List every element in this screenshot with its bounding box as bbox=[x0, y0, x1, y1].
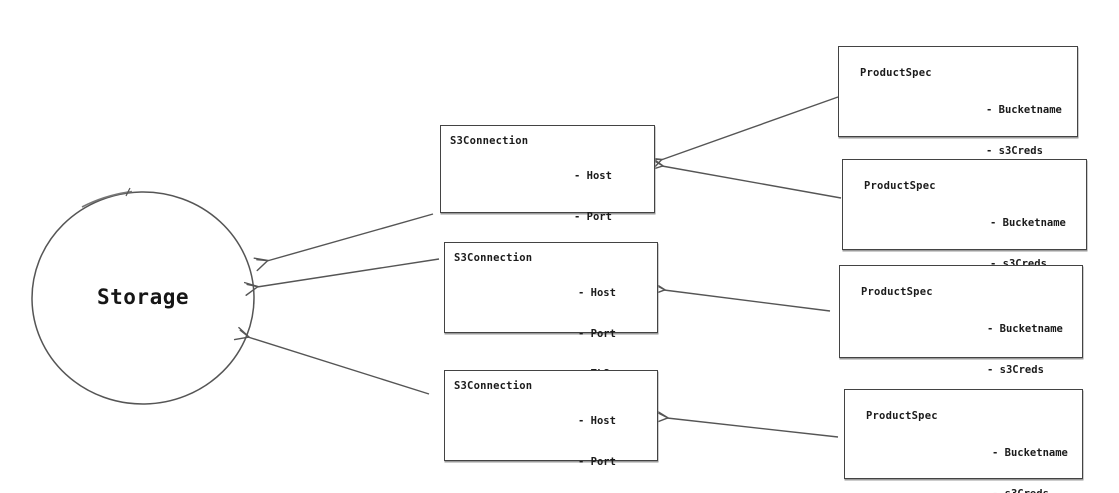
node-title: S3Connection bbox=[450, 135, 529, 147]
edge-s3connection3-to-storage bbox=[233, 326, 430, 395]
node-attributes: - Bucketname - s3Creds bbox=[987, 296, 1063, 404]
attribute-host: - Host bbox=[578, 415, 616, 427]
productspec-node-1: ProductSpec - Bucketname - s3Creds bbox=[838, 46, 1078, 157]
node-title: S3Connection bbox=[454, 252, 533, 264]
s3connection-node-3: S3Connection - Host - Port - TLS bbox=[444, 370, 658, 468]
edge-s3connection2-to-storage bbox=[243, 258, 440, 296]
attribute-host: - Host bbox=[578, 287, 616, 299]
node-title: S3Connection bbox=[454, 380, 533, 392]
attribute-bucketname: - Bucketname bbox=[987, 323, 1063, 335]
storage-node-label: Storage bbox=[96, 285, 190, 310]
node-attributes: - Bucketname - s3Creds bbox=[986, 77, 1062, 185]
edge-productspec2-to-s3connection1 bbox=[648, 157, 842, 199]
circle-start-tick bbox=[125, 187, 131, 197]
attribute-port: - Port bbox=[578, 455, 616, 468]
edge-productspec4-to-s3connection3 bbox=[653, 409, 839, 438]
edge-s3connection1-to-storage bbox=[253, 213, 434, 272]
attribute-host: - Host bbox=[574, 170, 612, 182]
attribute-port: - Port bbox=[574, 210, 612, 223]
attribute-bucketname: - Bucketname bbox=[986, 104, 1062, 116]
productspec-node-4: ProductSpec - Bucketname - s3Creds bbox=[844, 389, 1083, 493]
attribute-s3creds: - s3Creds bbox=[987, 363, 1044, 376]
attribute-s3creds: - s3Creds bbox=[986, 144, 1043, 157]
circle-sketch-overlap bbox=[81, 190, 133, 208]
attribute-s3creds: - s3Creds bbox=[992, 488, 1068, 493]
s3connection-node-2: S3Connection - Host - Port - TLS bbox=[444, 242, 658, 380]
productspec-node-3: ProductSpec - Bucketname - s3Creds bbox=[839, 265, 1083, 376]
attribute-bucketname: - Bucketname bbox=[992, 447, 1068, 459]
node-title: ProductSpec bbox=[864, 180, 936, 192]
attribute-port: - Port bbox=[578, 327, 616, 340]
edge-productspec1-to-s3connection1 bbox=[647, 96, 839, 171]
edge-productspec3-to-s3connection2 bbox=[650, 281, 831, 312]
node-title: ProductSpec bbox=[860, 67, 932, 79]
attribute-bucketname: - Bucketname bbox=[990, 217, 1066, 229]
node-attributes: - Bucketname - s3Creds bbox=[992, 420, 1068, 493]
node-attributes: - Host - Port - TLS bbox=[578, 388, 616, 493]
s3connection-node-1: S3Connection - Host - Port - TLS bbox=[440, 125, 655, 263]
node-title: ProductSpec bbox=[861, 286, 933, 298]
productspec-node-2: ProductSpec - Bucketname - s3Creds bbox=[842, 159, 1087, 270]
node-title: ProductSpec bbox=[866, 410, 938, 422]
